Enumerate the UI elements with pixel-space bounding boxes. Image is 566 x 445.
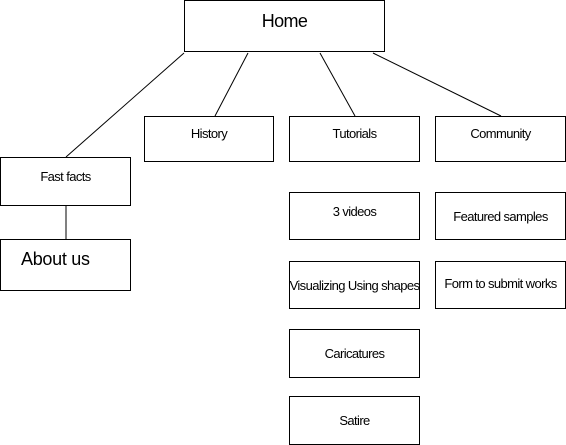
connector-home-history	[214, 52, 249, 117]
satire-node: Satire	[289, 396, 420, 445]
home-label: Home	[261, 11, 308, 31]
submit-works-form-node: Form to submit works	[435, 261, 566, 309]
about-us-node: About us	[0, 239, 131, 291]
caricatures-label: Caricatures	[324, 346, 385, 361]
tutorials-label: Tutorials	[332, 126, 378, 141]
satire-label: Satire	[339, 413, 370, 428]
history-node: History	[144, 116, 274, 162]
fast-facts-label: Fast facts	[40, 169, 91, 184]
fast-facts-node: Fast facts	[0, 157, 131, 206]
visualizing-shapes-node: Visualizing Using shapes	[289, 261, 420, 309]
about-us-label: About us	[21, 249, 90, 269]
connector-home-fast-facts	[65, 52, 185, 158]
submit-works-form-label: Form to submit works	[444, 276, 557, 291]
connector-home-tutorials	[319, 52, 356, 117]
caricatures-node: Caricatures	[289, 329, 420, 378]
home-node: Home	[184, 0, 385, 52]
history-label: History	[190, 126, 228, 141]
featured-samples-node: Featured samples	[435, 192, 566, 240]
community-node: Community	[435, 116, 566, 162]
connector-home-community	[372, 52, 502, 117]
videos-label: 3 videos	[332, 204, 377, 219]
featured-samples-label: Featured samples	[453, 208, 548, 224]
tutorials-node: Tutorials	[289, 116, 420, 162]
videos-node: 3 videos	[289, 192, 420, 240]
community-label: Community	[470, 126, 531, 141]
visualizing-shapes-label: Visualizing Using shapes	[289, 277, 420, 293]
